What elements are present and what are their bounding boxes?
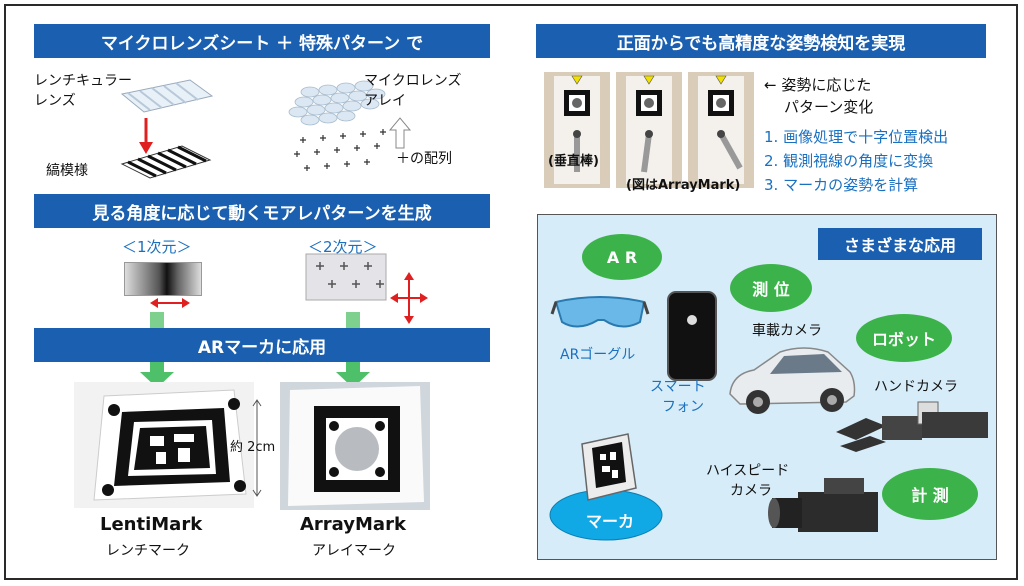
banner-accuracy-text: 正面からでも高精度な姿勢検知を実現: [616, 33, 906, 54]
dim2-label: ＜2次元＞: [308, 238, 378, 256]
lenti-pattern-photo: [124, 262, 202, 296]
apps-title: さまざまな応用: [843, 236, 956, 255]
apps-title-box: さまざまな応用: [818, 228, 982, 260]
banner-moire: 見る角度に応じて動くモアレパターンを生成: [34, 194, 490, 228]
microlens-array-illustration: [288, 80, 412, 171]
stripe-pattern: [120, 145, 212, 179]
oval-measurement: 計 測: [882, 468, 978, 520]
lenticular-label-2: レンズ: [34, 93, 76, 109]
photo-caption-1: (垂直棒): [548, 154, 599, 169]
high-speed-camera-label-1: ハイスピード: [706, 463, 790, 479]
oval-measurement-label: 計 測: [911, 486, 949, 505]
banner-moire-text: 見る角度に応じて動くモアレパターンを生成: [92, 203, 432, 224]
horizontal-arrow-icon: [150, 298, 190, 308]
hand-camera-label: ハンドカメラ: [874, 379, 958, 395]
dim1-label: ＜1次元＞: [122, 238, 192, 256]
connector-right: [346, 312, 360, 332]
photo-caption-2: (図はArrayMark): [626, 178, 741, 193]
array-pattern-photo: [305, 253, 387, 301]
smartphone-label-1: スマート: [650, 379, 706, 395]
arraymark-kana: アレイマーク: [312, 543, 396, 559]
high-speed-camera-icon: [768, 478, 878, 532]
car-icon: [729, 347, 856, 414]
microlens-label-1: マイクロレンズ: [364, 73, 462, 89]
ar-goggle-icon: [550, 296, 650, 328]
step-3: 3. マーカの姿勢を計算: [764, 176, 919, 194]
banner-ar-marker-text: ARマーカに応用: [197, 337, 327, 358]
lenticular-label-1: レンチキュラー: [34, 73, 132, 89]
lenticular-lens-illustration: [120, 79, 214, 154]
pattern-change-label-2: パターン変化: [784, 98, 874, 116]
size-label: 約 2cm: [230, 440, 276, 455]
arraymark-photo: [280, 382, 430, 510]
oval-ar-label: A R: [606, 247, 638, 267]
oval-positioning-label: 測 位: [752, 280, 790, 299]
cross-arrows-icon: [390, 272, 428, 324]
smartphone-label-2: フォン: [662, 399, 704, 415]
marker-label: マーカ: [586, 512, 635, 531]
connector-left: [150, 312, 164, 332]
marker-object-icon: [581, 433, 637, 501]
oval-positioning: 測 位: [730, 264, 812, 312]
orientation-photo-2: [616, 72, 682, 188]
banner-microlens-text: マイクロレンズシート ＋ 特殊パターン で: [100, 33, 424, 54]
banner-accuracy: 正面からでも高精度な姿勢検知を実現: [536, 24, 986, 58]
down-arrow-right-icon: [336, 362, 370, 388]
oval-ar: A R: [582, 234, 662, 280]
microlens-label-2: アレイ: [364, 93, 406, 109]
pattern-change-label-1: ← 姿勢に応じた: [764, 76, 872, 94]
oval-robot-label: ロボット: [871, 330, 936, 349]
stripe-label: 縞模様: [46, 163, 88, 179]
size-indicator: [252, 399, 262, 497]
orientation-photo-3: [688, 72, 754, 188]
banner-microlens: マイクロレンズシート ＋ 特殊パターン で: [34, 24, 490, 58]
outer-frame: [4, 4, 1018, 580]
lentimark-kana: レンチマーク: [106, 543, 190, 559]
step-1: 1. 画像処理で十字位置検出: [764, 128, 949, 146]
banner-ar-marker: ARマーカに応用: [34, 328, 490, 362]
step-2: 2. 観測視線の角度に変換: [764, 152, 934, 170]
smartphone-icon: [667, 291, 717, 381]
oval-robot: ロボット: [856, 314, 952, 362]
robot-hand-icon: [836, 401, 988, 452]
cross-array-label: ＋の配列: [396, 151, 452, 167]
ar-goggle-label: ARゴーグル: [560, 347, 636, 363]
high-speed-camera-label-2: カメラ: [730, 483, 772, 499]
down-arrow-left-icon: [140, 362, 174, 388]
lentimark-photo: [74, 382, 254, 508]
orientation-photo-1: [544, 72, 610, 188]
arraymark-name: ArrayMark: [300, 514, 406, 535]
lentimark-name: LentiMark: [100, 514, 203, 535]
car-camera-label: 車載カメラ: [752, 323, 822, 339]
